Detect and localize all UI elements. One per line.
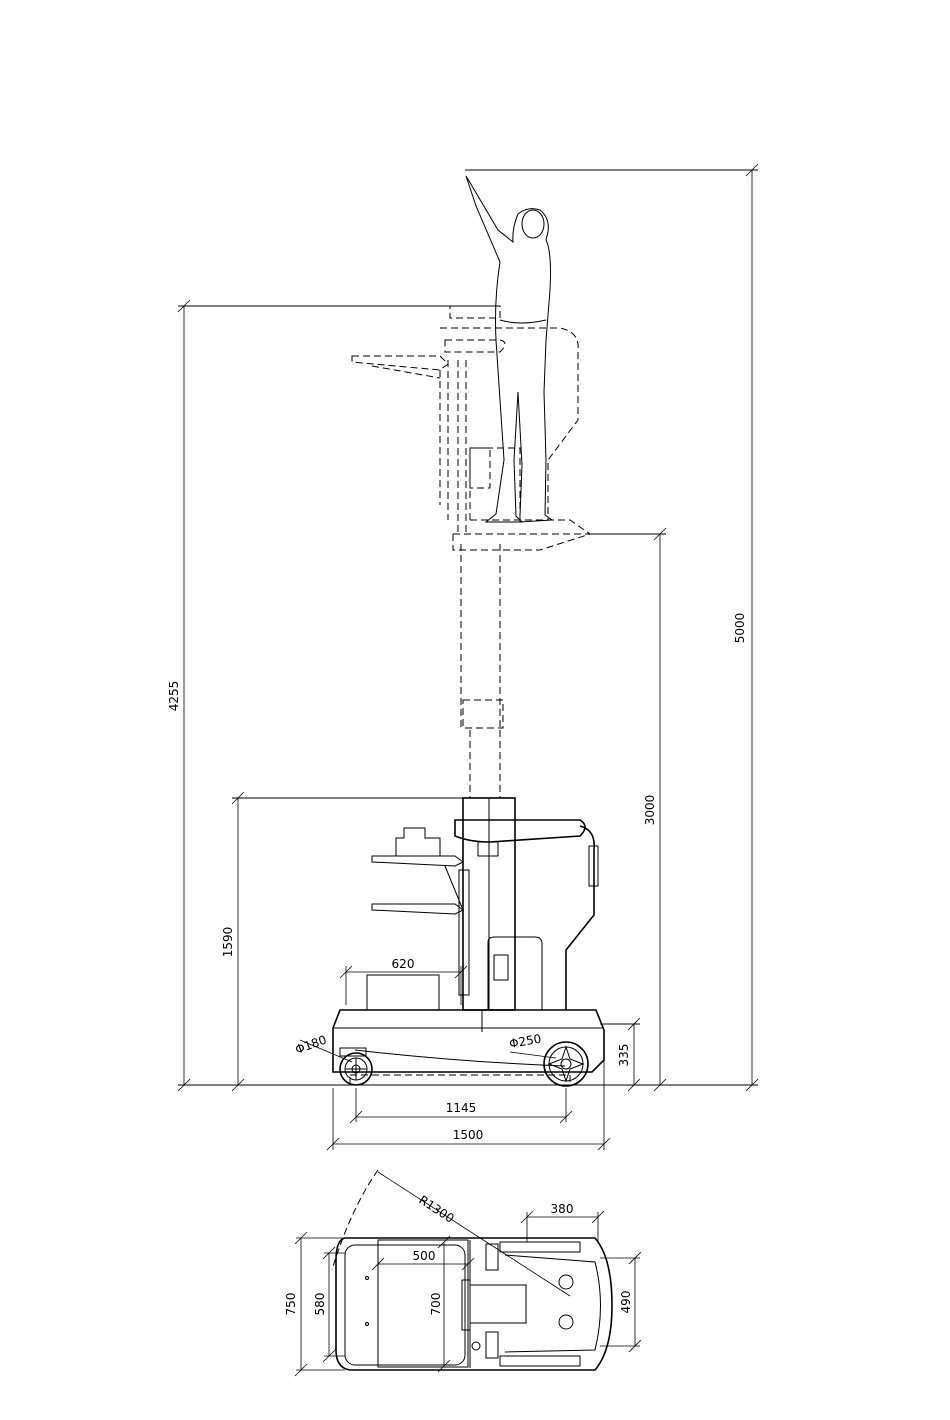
platform-base (453, 534, 590, 550)
machine-raised (352, 306, 590, 798)
label-700: 700 (429, 1293, 443, 1316)
tray-strut (445, 866, 463, 910)
label-335: 335 (617, 1044, 631, 1067)
dimension-wheelbase: 1145 (350, 1088, 572, 1123)
top-upper-rail (500, 1242, 580, 1252)
label-1590: 1590 (221, 927, 235, 958)
raised-guard-rail (440, 328, 578, 520)
top-rear-wheel-lower (559, 1315, 573, 1329)
label-750: 750 (284, 1293, 298, 1316)
label-turning-radius: R1300 (416, 1193, 456, 1226)
label-620: 620 (392, 957, 415, 971)
lower-tray (372, 904, 463, 914)
mast-side-rail (459, 870, 469, 995)
upper-tray-object (396, 828, 440, 856)
side-view: 5000 4255 3000 1590 335 (167, 164, 758, 1150)
chassis-body (333, 1010, 604, 1072)
label-4255: 4255 (167, 681, 181, 712)
top-rear-wheel-upper (559, 1275, 573, 1289)
operator-body (466, 176, 552, 522)
label-500: 500 (413, 1249, 436, 1263)
dimension-tray-width: 620 (340, 957, 467, 1005)
top-console-lower (486, 1332, 498, 1358)
dimension-top-platform-length: 500 (372, 1249, 474, 1270)
top-button (472, 1342, 480, 1350)
dimension-platform-height: 3000 (643, 528, 666, 1091)
raised-gate-panel (470, 448, 490, 488)
dimension-clearance: 335 (617, 1018, 640, 1091)
raised-top-bracket (450, 306, 500, 318)
console-mount (478, 842, 498, 856)
upper-tray (372, 856, 463, 866)
raised-gate (470, 448, 520, 520)
label-3000: 3000 (643, 795, 657, 826)
top-rear-frame (505, 1255, 601, 1352)
dimension-top-rear-length: 380 (521, 1202, 604, 1242)
front-wheel (340, 1048, 372, 1085)
operator-belt (500, 320, 546, 323)
battery-box (367, 975, 439, 1010)
dimension-total-height: 5000 (733, 164, 758, 1091)
dimension-top-inner-width: 580 (313, 1247, 345, 1362)
top-mast-bracket (462, 1280, 470, 1330)
label-490: 490 (619, 1291, 633, 1314)
chassis-curve (355, 1050, 565, 1066)
label-rear-wheel-diameter: Φ250 (508, 1032, 542, 1051)
top-platform (345, 1245, 465, 1365)
label-front-wheel-diameter: Φ180 (293, 1033, 328, 1057)
control-console (455, 820, 585, 842)
underside-dashed (350, 1075, 570, 1085)
dimension-top-rear-width: 490 (600, 1252, 641, 1352)
leader-rear-wheel (510, 1052, 556, 1058)
turning-arc (332, 1170, 378, 1270)
top-mark-lower (366, 1323, 369, 1326)
top-view: R1300 380 500 (284, 1170, 641, 1376)
machine-stowed: Φ180 Φ250 (293, 798, 604, 1086)
label-5000: 5000 (733, 613, 747, 644)
label-580: 580 (313, 1293, 327, 1316)
label-1145: 1145 (446, 1101, 477, 1115)
label-380: 380 (551, 1202, 574, 1216)
raised-upper-tray (352, 356, 448, 370)
dimension-guard-height: 4255 (167, 300, 190, 1091)
radius-leader (378, 1172, 570, 1296)
dimension-stowed-height: 1590 (221, 792, 244, 1091)
guard-rail (566, 826, 594, 1010)
label-1500: 1500 (453, 1128, 484, 1142)
operator-head (522, 210, 544, 238)
mast-dashed-section (463, 700, 503, 728)
rear-wheel (544, 1042, 588, 1086)
raised-tray-arm (372, 366, 440, 378)
top-mark-upper (366, 1277, 369, 1280)
operator-figure (466, 176, 552, 522)
top-mast (470, 1285, 526, 1323)
gate-panel (494, 955, 508, 980)
top-lower-rail (500, 1356, 580, 1366)
